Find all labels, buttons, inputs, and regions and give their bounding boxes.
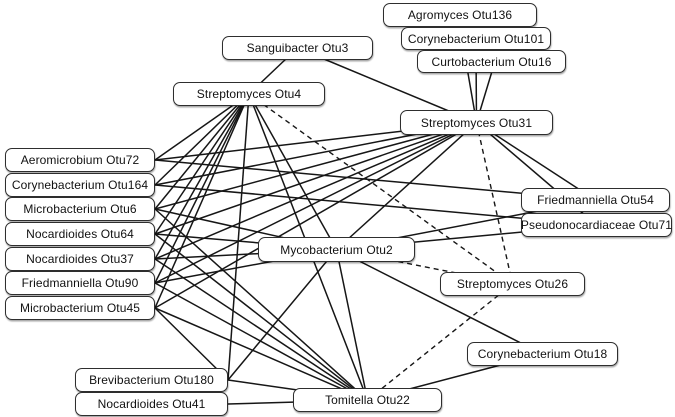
edge-strep4-strep26-dashed (248, 93, 513, 285)
node-label-pseudo71: Pseudonocardiaceae Otu71 (520, 218, 673, 232)
node-label-nocar64: Nocardioides Otu64 (26, 227, 134, 241)
node-label-coryne101: Corynebacterium Otu101 (407, 31, 545, 46)
edge-myco2-tomi22-solid (335, 249, 369, 401)
edge-strep31-micro45-solid (154, 121, 477, 309)
node-fried90: Friedmanniella Otu90 (5, 271, 155, 295)
node-tomi22: Tomitella Otu22 (293, 388, 442, 412)
edge-strep26-tomi22-dashed (367, 283, 513, 401)
edge-nocar37-tomi22-solid (154, 258, 368, 401)
edge-micro6-tomi22-solid (154, 208, 369, 401)
node-pseudo71: Pseudonocardiaceae Otu71 (521, 213, 672, 237)
node-curto16: Curtobacterium Otu16 (417, 50, 566, 73)
node-label-micro6: Microbacterium Otu6 (23, 202, 137, 216)
node-agro136: Agromyces Otu136 (383, 3, 537, 27)
node-coryne18: Corynebacterium Otu18 (467, 342, 618, 366)
node-label-strep26: Streptomyces Otu26 (456, 277, 569, 291)
edge-strep31-fried54-solid (476, 121, 596, 201)
node-label-coryne164: Corynebacterium Otu164 (11, 178, 149, 192)
node-label-coryne18: Corynebacterium Otu18 (477, 347, 608, 361)
node-brevi180: Brevibacterium Otu180 (75, 368, 228, 392)
node-label-agro136: Agromyces Otu136 (407, 8, 513, 22)
node-coryne164: Corynebacterium Otu164 (5, 173, 155, 197)
node-label-nocar41: Nocardioides Otu41 (97, 397, 206, 411)
node-micro45: Microbacterium Otu45 (5, 296, 155, 320)
node-label-myco2: Mycobacterium Otu2 (280, 242, 393, 257)
edge-strep4-coryne164-solid (154, 93, 250, 186)
node-label-aero72: Aeromicrobium Otu72 (20, 153, 140, 167)
node-nocar37: Nocardioides Otu37 (5, 247, 155, 271)
node-label-strep4: Streptomyces Otu4 (196, 87, 302, 101)
node-nocar64: Nocardioides Otu64 (5, 222, 155, 246)
node-strep31: Streptomyces Otu31 (400, 110, 553, 135)
node-strep26: Streptomyces Otu26 (440, 272, 585, 296)
node-sangui3: Sanguibacter Otu3 (222, 36, 373, 60)
edge-micro45-tomi22-solid (154, 307, 368, 401)
node-label-tomi22: Tomitella Otu22 (325, 393, 410, 407)
node-nocar41: Nocardioides Otu41 (75, 392, 228, 416)
node-label-sangui3: Sanguibacter Otu3 (246, 41, 349, 55)
edge-strep31-nocar64-solid (154, 121, 477, 235)
edge-strep31-nocar37-solid (154, 121, 477, 260)
node-label-fried54: Friedmanniella Otu54 (537, 193, 654, 207)
node-label-micro45: Microbacterium Otu45 (19, 301, 141, 315)
node-fried54: Friedmanniella Otu54 (521, 188, 670, 212)
edge-strep4-micro45-solid (154, 93, 250, 309)
edge-strep31-myco2-solid (335, 121, 478, 251)
node-label-nocar37: Nocardioides Otu37 (26, 252, 134, 266)
edge-myco2-coryne18-solid (336, 248, 543, 355)
node-aero72: Aeromicrobium Otu72 (5, 148, 155, 172)
edge-strep4-fried90-solid (154, 93, 250, 284)
edge-strep31-strep26-dashed (475, 122, 514, 285)
edge-myco2-brevi180-solid (227, 249, 338, 381)
edge-strep31-micro6-solid (154, 121, 477, 210)
edge-strep4-brevi180-solid (227, 93, 250, 381)
edge-strep4-micro6-solid (154, 93, 250, 210)
node-myco2: Mycobacterium Otu2 (258, 237, 415, 262)
node-coryne101: Corynebacterium Otu101 (401, 27, 551, 50)
node-label-fried90: Friedmanniella Otu90 (21, 276, 139, 290)
node-label-brevi180: Brevibacterium Otu180 (89, 373, 214, 387)
node-strep4: Streptomyces Otu4 (173, 82, 325, 106)
node-micro6: Microbacterium Otu6 (5, 197, 155, 221)
edge-fried90-tomi22-solid (154, 282, 368, 401)
node-label-strep31: Streptomyces Otu31 (420, 115, 533, 130)
edge-nocar64-tomi22-solid (154, 233, 368, 401)
node-label-curto16: Curtobacterium Otu16 (431, 54, 552, 69)
